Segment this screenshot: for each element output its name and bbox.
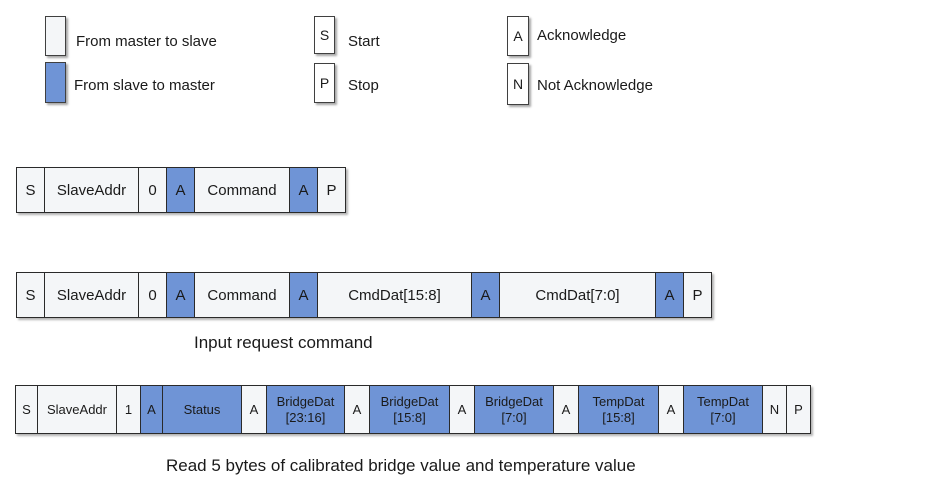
frame3-cell-label: A [457,401,467,417]
legend-nack-code: N [507,63,529,105]
frame3-cell-stop: P [787,386,811,433]
frame3-cell-ack: A [242,386,267,433]
frame1-cell-label: P [326,181,337,199]
frame3-cell-label: A [147,401,156,417]
frame3-cell-ack: A [141,386,163,433]
frame1-cell-command: Command [195,168,290,212]
frame3-cell-content: BridgeDat [15:8] [381,394,439,426]
legend-ack-label: Acknowledge [537,27,627,44]
frame2-cell-label: CmdDat[7:0] [535,286,620,304]
legend-stop-label: Stop [348,77,379,94]
frame2-cell-label: A [175,286,186,304]
frame1-cell-label: S [25,181,36,199]
slave-to-master-swatch [45,62,66,103]
frame2-cell-ack: A [472,273,500,317]
frame1-cell-ack: A [167,168,195,212]
frame3-cell-bridge-15-8: BridgeDat [15:8] [370,386,450,433]
frame2-cell-label: A [298,286,309,304]
master-to-slave-swatch [45,16,66,56]
frame3-cell-sublabel: [7:0] [501,409,527,425]
frame3-cell-label: TempDat [592,393,645,409]
frame3-cell-content: BridgeDat [7:0] [485,394,543,426]
legend-ack-code: A [507,16,529,56]
frame1-cell-label: 0 [148,181,157,199]
frame1-cell-ack: A [290,168,318,212]
legend-start-code: S [314,16,335,54]
frame3-cell-label: BridgeDat [380,393,439,409]
frame3-cell-rw: 1 [117,386,141,433]
legend-stop-code: P [314,63,335,103]
frame3-cell-label: BridgeDat [276,393,335,409]
frame2-cell-label: 0 [148,286,157,304]
frame3-cell-content: TempDat [15:8] [592,394,644,426]
frame-read-bridge-temperature: S SlaveAddr 1 A Status A BridgeDat [23:1… [15,385,811,434]
frame3-cell-ack: A [345,386,370,433]
frame2-cell-label: A [480,286,491,304]
frame-write-command: S SlaveAddr 0 A Command A P [16,167,346,213]
frame1-cell-label: A [298,181,309,199]
frame1-cell-rw: 0 [139,168,167,212]
frame3-cell-status: Status [163,386,242,433]
frame3-cell-label: P [794,401,803,417]
frame2-cell-start: S [17,273,45,317]
frame2-cell-label: A [664,286,675,304]
frame3-cell-bridge-23-16: BridgeDat [23:16] [267,386,345,433]
frame1-cell-start: S [17,168,45,212]
frame3-cell-label: 1 [124,401,133,417]
frame-input-request-command: S SlaveAddr 0 A Command A CmdDat[15:8] A… [16,272,712,318]
legend-slave-to-master-label: From slave to master [74,77,215,94]
frame2-cell-label: SlaveAddr [56,286,127,304]
frame2-cell-ack: A [656,273,684,317]
frame3-cell-label: A [352,401,362,417]
frame1-cell-label: SlaveAddr [56,181,127,199]
frame2-cell-cmddat-high: CmdDat[15:8] [318,273,472,317]
frame2-cell-rw: 0 [139,273,167,317]
frame2-cell-command: Command [195,273,290,317]
legend-start-label: Start [348,33,380,50]
frame3-cell-temp-7-0: TempDat [7:0] [684,386,763,433]
frame3-cell-label: A [666,401,676,417]
frame2-cell-slave-addr: SlaveAddr [45,273,139,317]
frame3-cell-ack: A [659,386,684,433]
frame1-cell-label: A [175,181,186,199]
legend-master-to-slave-label: From master to slave [76,33,217,50]
frame3-cell-sublabel: [7:0] [710,409,736,425]
frame3-cell-temp-15-8: TempDat [15:8] [579,386,659,433]
frame3-cell-label: A [249,401,259,417]
frame2-cell-stop: P [684,273,712,317]
frame2-cell-cmddat-low: CmdDat[7:0] [500,273,656,317]
frame3-cell-label: S [22,401,31,417]
frame3-cell-sublabel: [15:8] [602,409,635,425]
frame2-cell-ack: A [290,273,318,317]
frame2-cell-label: Command [207,286,277,304]
frame3-cell-sublabel: [23:16] [285,409,326,425]
frame1-cell-stop: P [318,168,346,212]
frame3-cell-bridge-7-0: BridgeDat [7:0] [475,386,554,433]
frame3-cell-content: BridgeDat [23:16] [277,394,335,426]
frame2-caption: Input request command [194,333,373,352]
frame3-cell-sublabel: [15:8] [393,409,426,425]
frame2-cell-ack: A [167,273,195,317]
frame3-cell-label: A [561,401,571,417]
frame3-cell-ack: A [554,386,579,433]
frame2-cell-label: CmdDat[15:8] [348,286,441,304]
frame3-cell-label: N [769,401,780,417]
frame2-cell-label: S [25,286,36,304]
frame3-cell-label: Status [183,401,221,417]
frame1-cell-slave-addr: SlaveAddr [45,168,139,212]
frame3-cell-slave-addr: SlaveAddr [38,386,117,433]
frame3-cell-label: SlaveAddr [47,401,107,417]
frame3-cell-nack: N [763,386,787,433]
frame3-cell-label: BridgeDat [485,393,543,409]
frame3-caption: Read 5 bytes of calibrated bridge value … [166,456,636,475]
frame3-cell-label: TempDat [696,393,750,409]
frame2-cell-label: P [692,286,703,304]
frame3-cell-content: TempDat [7:0] [697,394,749,426]
legend-nack-label: Not Acknowledge [537,77,653,94]
frame1-cell-label: Command [207,181,277,199]
frame3-cell-ack: A [450,386,475,433]
frame3-cell-start: S [16,386,38,433]
